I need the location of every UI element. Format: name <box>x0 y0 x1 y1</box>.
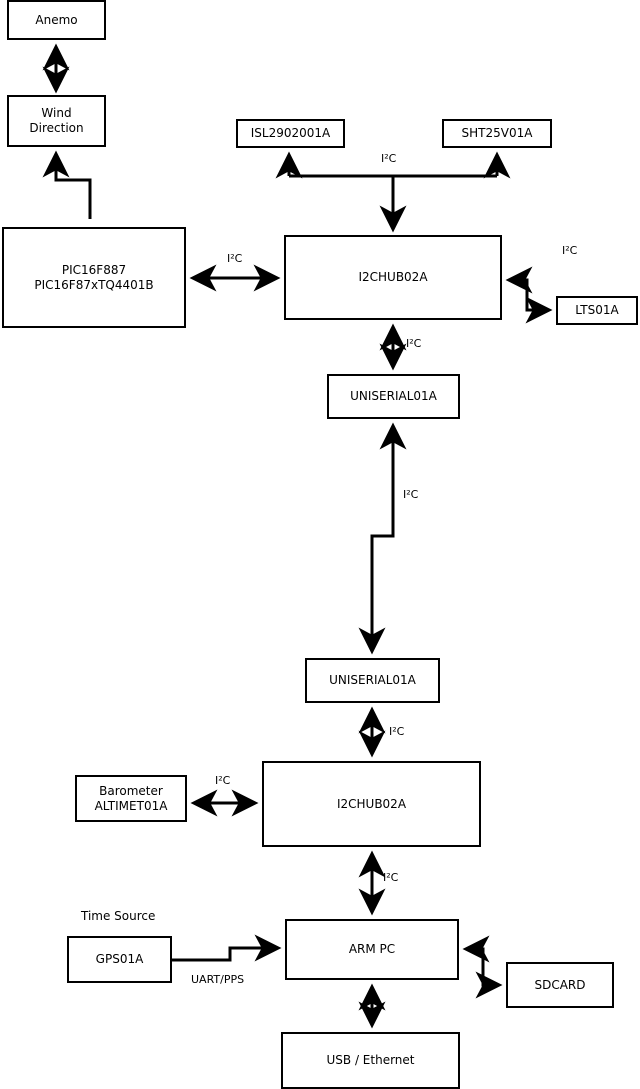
connector-gps-armpc <box>172 934 282 962</box>
edge-label-i2c-barometer-hub2: I²C <box>215 774 231 787</box>
connector-uniserial-link <box>358 422 407 655</box>
node-sdcard-label: SDCARD <box>534 977 586 992</box>
node-i2chub02a-bottom-label: I2CHUB02A <box>336 796 407 811</box>
edge-label-i2c-uniserial-link: I²C <box>403 488 419 501</box>
node-isl2902001a[interactable]: ISL2902001A <box>236 119 345 148</box>
node-sht25v01a-label: SHT25V01A <box>461 126 533 140</box>
node-arm-pc[interactable]: ARM PC <box>285 919 459 980</box>
node-arm-pc-label: ARM PC <box>348 942 396 956</box>
node-anemo-label: Anemo <box>35 12 78 27</box>
node-gps01a-label: GPS01A <box>95 952 144 966</box>
edge-label-i2c-hub2-armpc: I²C <box>383 871 399 884</box>
node-barometer-altimet01a[interactable]: Barometer ALTIMET01A <box>75 775 187 822</box>
node-usb-ethernet[interactable]: USB / Ethernet <box>281 1032 460 1089</box>
node-anemo[interactable]: Anemo <box>7 0 106 40</box>
node-barometer-altimet01a-label: Barometer ALTIMET01A <box>94 783 168 813</box>
node-uniserial01a-upper-label: UNISERIAL01A <box>350 389 437 403</box>
connector-i2c-bus-top <box>275 151 511 233</box>
node-i2chub02a-top-label: I2CHUB02A <box>358 270 428 284</box>
edge-label-i2c-hub-uniserial: I²C <box>406 337 422 350</box>
node-gps01a[interactable]: GPS01A <box>67 936 172 983</box>
node-sht25v01a[interactable]: SHT25V01A <box>442 119 552 148</box>
label-time-source: Time Source <box>81 909 156 923</box>
node-wind-direction[interactable]: Wind Direction <box>7 95 106 147</box>
node-lts01a[interactable]: LTS01A <box>556 296 638 325</box>
node-lts01a-label: LTS01A <box>575 303 619 317</box>
node-i2chub02a-bottom[interactable]: I2CHUB02A <box>262 761 481 847</box>
node-usb-ethernet-label: USB / Ethernet <box>326 1053 415 1067</box>
edge-label-i2c-uniserial-hub2: I²C <box>389 725 405 738</box>
node-uniserial01a-upper[interactable]: UNISERIAL01A <box>327 374 460 419</box>
node-uniserial01a-lower[interactable]: UNISERIAL01A <box>305 658 440 703</box>
edge-label-uart-pps: UART/PPS <box>191 973 245 986</box>
node-uniserial01a-lower-label: UNISERIAL01A <box>329 673 416 687</box>
connector-pic-wind <box>42 150 92 219</box>
edge-label-i2c-hub-lts: I²C <box>562 244 578 257</box>
connector-hubtop-lts <box>505 266 553 324</box>
node-i2chub02a-top[interactable]: I2CHUB02A <box>284 235 502 320</box>
node-pic-mcu-label: PIC16F887 PIC16F87xTQ4401B <box>34 262 154 292</box>
node-sdcard[interactable]: SDCARD <box>506 962 614 1008</box>
edge-label-i2c-bus-top: I²C <box>381 152 397 165</box>
connector-armpc-sdcard <box>462 935 503 999</box>
edge-label-i2c-pic-hub: I²C <box>227 252 243 265</box>
node-pic-mcu[interactable]: PIC16F887 PIC16F87xTQ4401B <box>2 227 186 328</box>
node-isl2902001a-label: ISL2902001A <box>250 126 331 140</box>
node-wind-direction-label: Wind Direction <box>29 106 84 135</box>
